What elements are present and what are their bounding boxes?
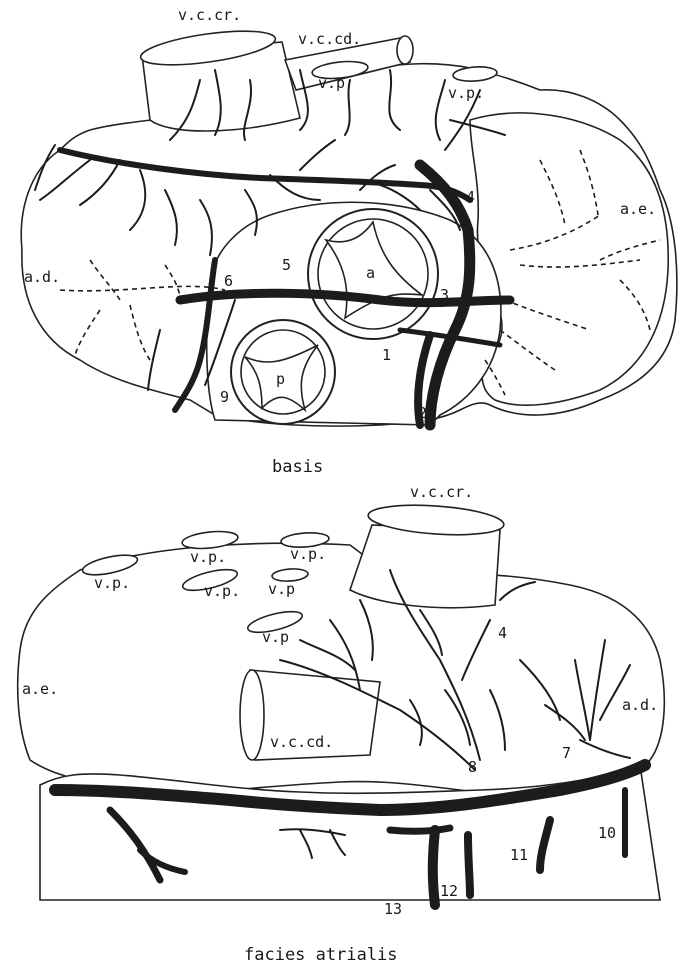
bottom-label-vcc: v.c.cr.: [410, 483, 473, 501]
top-number-4: 4: [466, 188, 475, 206]
bottom-number-4: 4: [498, 624, 507, 642]
top-caption: basis: [272, 457, 323, 477]
top-label-vp2: v.p.: [448, 84, 484, 102]
bottom-label-vp3: v.p.: [290, 545, 326, 563]
top-label-vcc: v.c.cr.: [178, 6, 241, 24]
bottom-number-10: 10: [598, 824, 616, 842]
bottom-label-vccd: v.c.cd.: [270, 733, 333, 751]
bottom-caption: facies atrialis: [244, 945, 398, 965]
bottom-number-12: 12: [440, 882, 458, 900]
top-vena-cava-cranialis: [139, 25, 300, 131]
top-label-a: a: [366, 264, 375, 282]
bottom-label-ae: a.e.: [22, 680, 58, 698]
top-figure: v.c.cr. v.c.cd. v.p v.p. a.e. a.d. a p 1…: [21, 6, 677, 477]
bottom-label-vp6: v.p: [262, 628, 289, 646]
top-label-p: p: [276, 370, 285, 388]
top-label-vp1: v.p: [318, 74, 345, 92]
top-number-9: 9: [220, 388, 229, 406]
bottom-number-11: 11: [510, 846, 528, 864]
top-number-5: 5: [282, 256, 291, 274]
bottom-vena-cava-cranialis: [350, 501, 505, 607]
top-label-ad: a.d.: [24, 268, 60, 286]
top-number-3: 3: [440, 286, 449, 304]
top-number-6: 6: [224, 272, 233, 290]
bottom-label-ad: a.d.: [622, 696, 658, 714]
bottom-number-13: 13: [384, 900, 402, 918]
top-number-1: 1: [382, 346, 391, 364]
bottom-label-vp4: v.p.: [204, 582, 240, 600]
bottom-label-vp2: v.p.: [190, 548, 226, 566]
bottom-number-8: 8: [468, 758, 477, 776]
top-number-2: 2: [418, 404, 427, 422]
bottom-label-vp1: v.p.: [94, 574, 130, 592]
top-label-ae: a.e.: [620, 200, 656, 218]
top-label-vccd: v.c.cd.: [298, 30, 361, 48]
bottom-figure: v.c.cr. v.c.cd. v.p. v.p. v.p. v.p. v.p …: [18, 483, 665, 965]
bottom-label-vp5: v.p: [268, 580, 295, 598]
bottom-number-7: 7: [562, 744, 571, 762]
